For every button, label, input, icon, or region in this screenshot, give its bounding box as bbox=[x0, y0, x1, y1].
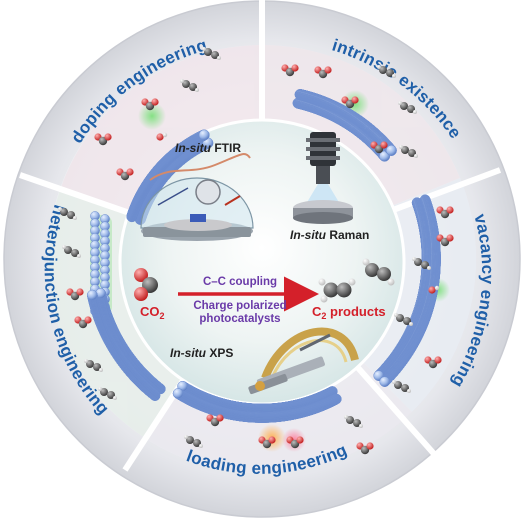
catalyst-sphere bbox=[379, 376, 390, 387]
catalyst-sphere bbox=[198, 129, 210, 141]
catalyst-sphere bbox=[385, 145, 397, 156]
